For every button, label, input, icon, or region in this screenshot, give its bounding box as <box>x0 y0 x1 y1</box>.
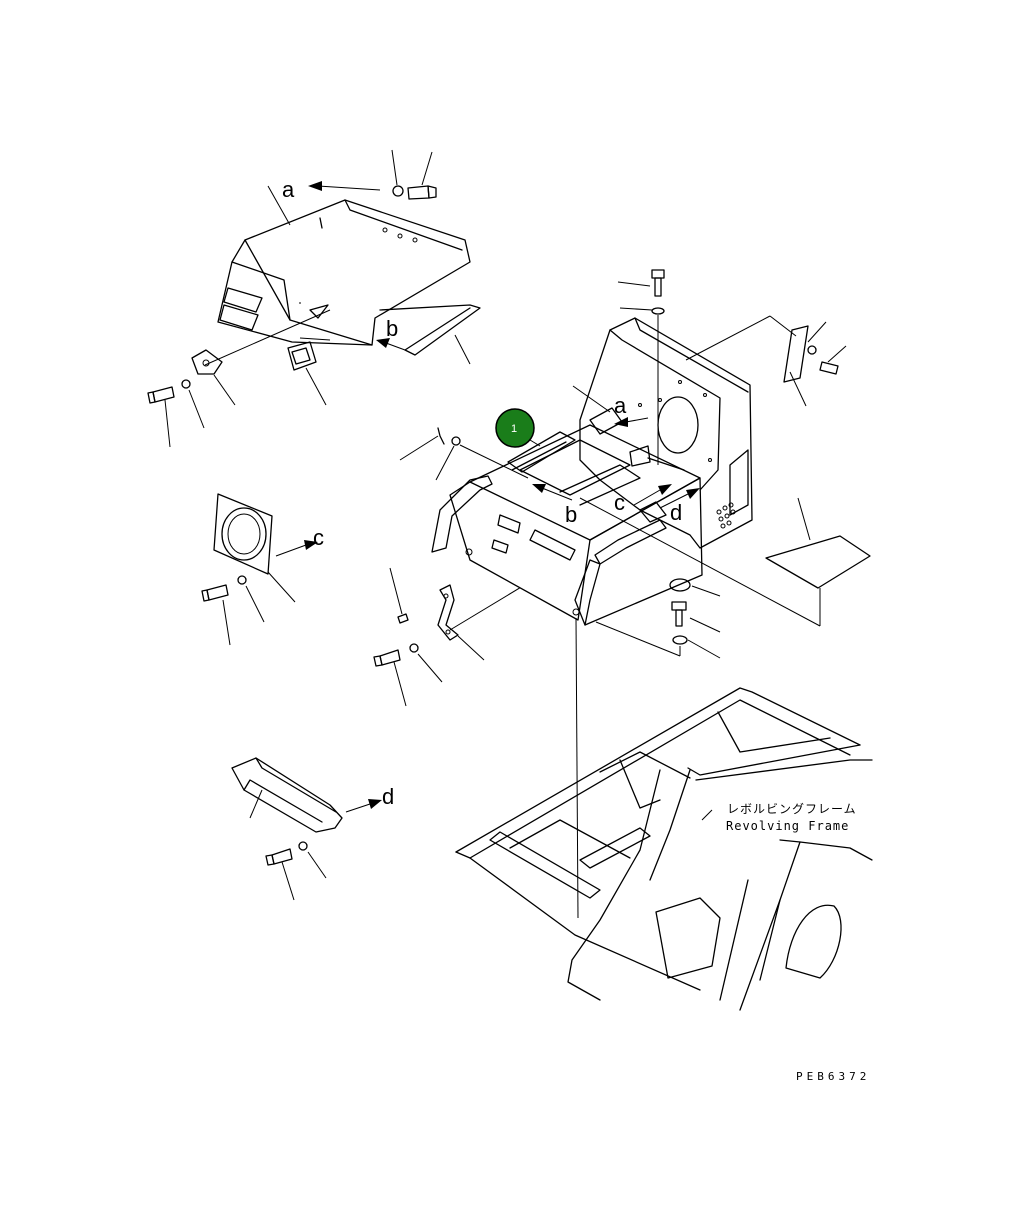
label-c-main: c <box>614 490 625 515</box>
drawing-code: PEB6372 <box>796 1070 870 1083</box>
callout-circle[interactable] <box>495 408 535 448</box>
upper-cover-assembly: a b <box>147 149 481 448</box>
callout-1[interactable]: 1 <box>495 408 541 448</box>
label-b-upper: b <box>386 316 398 341</box>
revolving-frame <box>455 687 873 1011</box>
main-console-assembly: a b c d <box>399 269 871 919</box>
label-b-main: b <box>565 502 577 527</box>
fan-plate-assembly: c <box>201 493 324 646</box>
duct-assembly: d <box>231 757 394 901</box>
label-a-upper: a <box>282 177 295 202</box>
frame-caption-english: Revolving Frame <box>726 819 849 833</box>
label-d-main: d <box>670 500 682 525</box>
label-a-main: a <box>614 393 627 418</box>
callout-number: 1 <box>511 423 517 435</box>
frame-caption-japanese: レボルビングフレーム <box>727 802 857 816</box>
label-c-fan: c <box>313 525 324 550</box>
label-d-duct: d <box>382 784 394 809</box>
